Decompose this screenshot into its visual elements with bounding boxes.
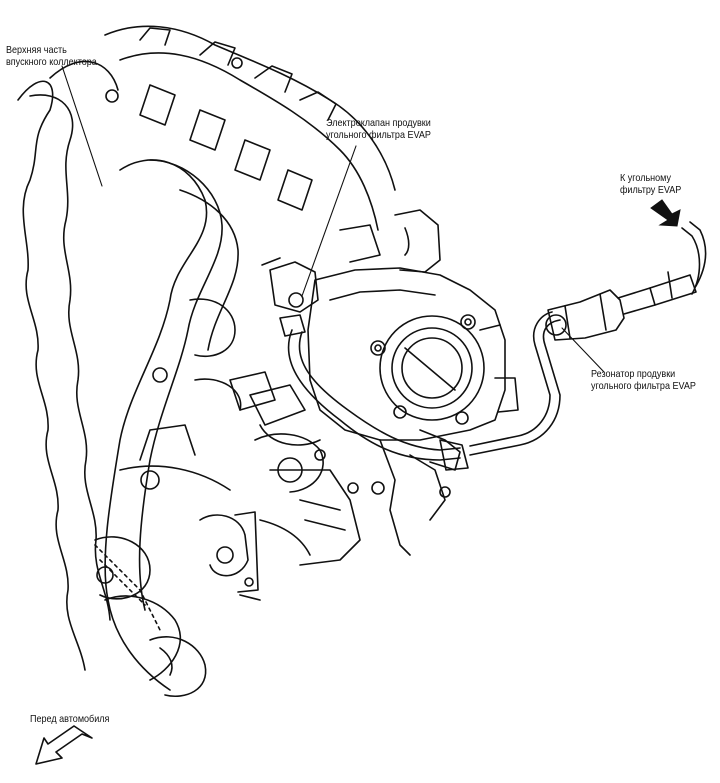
evap-hose <box>287 311 561 471</box>
fuel-rail-area <box>119 298 361 601</box>
throttle-body <box>307 209 519 556</box>
arrow-down-left-icon <box>35 725 93 765</box>
label-upper-intake-collector: Верхняя часть впускного коллектора <box>6 44 97 68</box>
label-to-charcoal-filter: К угольному фильтру EVAP <box>620 172 682 196</box>
evap-resonator <box>545 221 707 341</box>
arrow-down-right-icon <box>650 199 681 227</box>
label-purge-solenoid-valve: Электроклапан продувки угольного фильтра… <box>326 117 431 141</box>
leader-lines <box>61 65 605 373</box>
purge-solenoid-valve <box>261 257 319 337</box>
intake-manifold <box>17 25 396 697</box>
label-evap-resonator: Резонатор продувки угольного фильтра EVA… <box>591 368 696 392</box>
label-vehicle-front: Перед автомобиля <box>30 713 110 725</box>
